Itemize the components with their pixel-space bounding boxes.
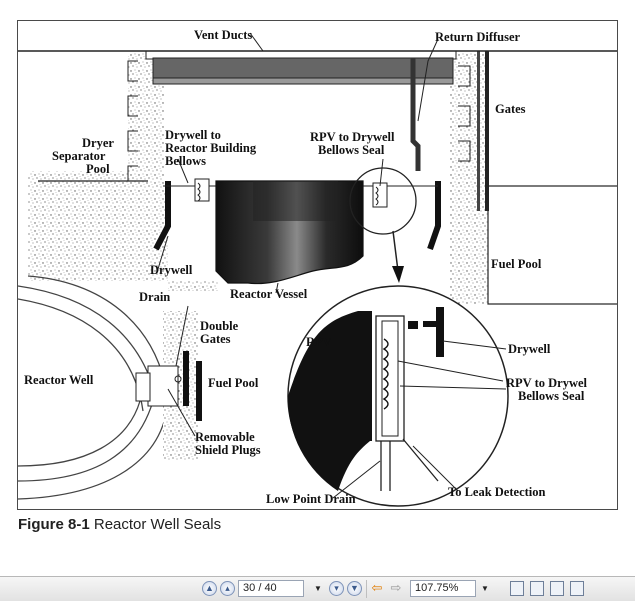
zoom-value: 107.75% (415, 582, 459, 594)
label-rpv: RPV (306, 335, 332, 349)
next-page-icon[interactable]: ▾ (329, 581, 344, 596)
drywell-liner-right (427, 181, 441, 250)
facing-pages-icon[interactable] (550, 581, 564, 596)
label-drywell-to: Drywell to (165, 128, 221, 142)
label-bellows: Bellows (165, 154, 206, 168)
drywell-flange (436, 307, 444, 357)
diagram-drawing: Vent Ducts Return Diffuser Gates Dryer S… (18, 28, 617, 507)
double-gate-a (183, 351, 189, 406)
return-diffuser-pipe (410, 58, 421, 171)
forward-arrow-icon[interactable]: ⇨ (390, 580, 402, 595)
zoom-dropdown-arrow-icon[interactable]: ▼ (481, 584, 489, 593)
reactor-well-seals-diagram: Vent Ducts Return Diffuser Gates Dryer S… (17, 20, 618, 510)
label-bellows-seal-detail: Bellows Seal (518, 389, 585, 403)
page-separator: / (258, 582, 262, 594)
label-dryer: Dryer (82, 136, 114, 150)
label-drywell-detail: Drywell (508, 342, 551, 356)
label-drain: Drain (139, 290, 170, 304)
figure-title: Reactor Well Seals (93, 516, 222, 533)
current-page: 30 (243, 582, 256, 594)
drywell-liner-left (153, 181, 171, 251)
removable-shield-plug (147, 365, 179, 407)
label-double: Double (200, 319, 239, 333)
rpv-bellows-seal (372, 182, 388, 208)
label-fuel-pool-inset: Fuel Pool (208, 376, 259, 390)
label-drywell: Drywell (150, 263, 193, 277)
continuous-view-icon[interactable] (530, 581, 544, 596)
bellows-seal-detail (287, 285, 509, 507)
label-to-leak-detection: To Leak Detection (448, 485, 545, 499)
back-arrow-icon[interactable]: ⇦ (371, 580, 383, 595)
label-bellows-seal: Bellows Seal (318, 143, 385, 157)
page-number-field[interactable]: 30 / 40 (238, 580, 304, 597)
label-removable: Removable (195, 430, 255, 444)
gates-panel (485, 51, 489, 211)
label-low-point-drain: Low Point Drain (266, 492, 356, 506)
rpv-wall-detail (287, 311, 370, 491)
label-separator: Separator (52, 149, 106, 163)
figure-caption: Figure 8-1 Reactor Well Seals (18, 516, 221, 533)
zoom-field[interactable]: 107.75% (410, 580, 476, 597)
callout-arrow (392, 266, 404, 283)
double-gate-b (196, 361, 202, 421)
label-pool: Pool (86, 162, 110, 176)
building-section (18, 50, 617, 305)
first-page-icon[interactable]: ▲ (202, 581, 217, 596)
label-gates: Gates (495, 102, 526, 116)
label-reactor-building: Reactor Building (165, 141, 257, 155)
page-dropdown-arrow-icon[interactable]: ▼ (314, 584, 322, 593)
single-page-view-icon[interactable] (510, 581, 524, 596)
label-return-diffuser: Return Diffuser (435, 30, 521, 44)
last-page-icon[interactable]: ▼ (347, 581, 362, 596)
shield-plug-layer (152, 57, 454, 79)
label-reactor-well: Reactor Well (24, 373, 94, 387)
total-pages: 40 (264, 582, 277, 594)
label-vent-ducts: Vent Ducts (194, 28, 252, 42)
label-reactor-vessel: Reactor Vessel (230, 287, 308, 301)
toolbar-separator (366, 580, 367, 598)
label-rpv-to-drywell: RPV to Drywell (310, 130, 395, 144)
continuous-facing-icon[interactable] (570, 581, 584, 596)
dryer-separator-pool-wall (38, 181, 168, 251)
label-fuel-pool: Fuel Pool (491, 257, 542, 271)
figure-number: Figure 8-1 (18, 516, 90, 533)
label-rpv-to-drywel: RPV to Drywel (506, 376, 588, 390)
leader-lines (157, 32, 507, 499)
drywell-bellows (194, 178, 210, 202)
label-shield-plugs: Shield Plugs (195, 443, 261, 457)
bellows-convolutions (382, 338, 389, 410)
reactor-well-inset (18, 275, 202, 500)
label-gates-inset: Gates (200, 332, 231, 346)
detail-callout-circle (349, 167, 417, 235)
prev-page-icon[interactable]: ▴ (220, 581, 235, 596)
pdf-viewer-toolbar: ▲ ▴ 30 / 40 ▼ ▾ ▼ ⇦ ⇨ 107.75% ▼ (0, 576, 635, 601)
